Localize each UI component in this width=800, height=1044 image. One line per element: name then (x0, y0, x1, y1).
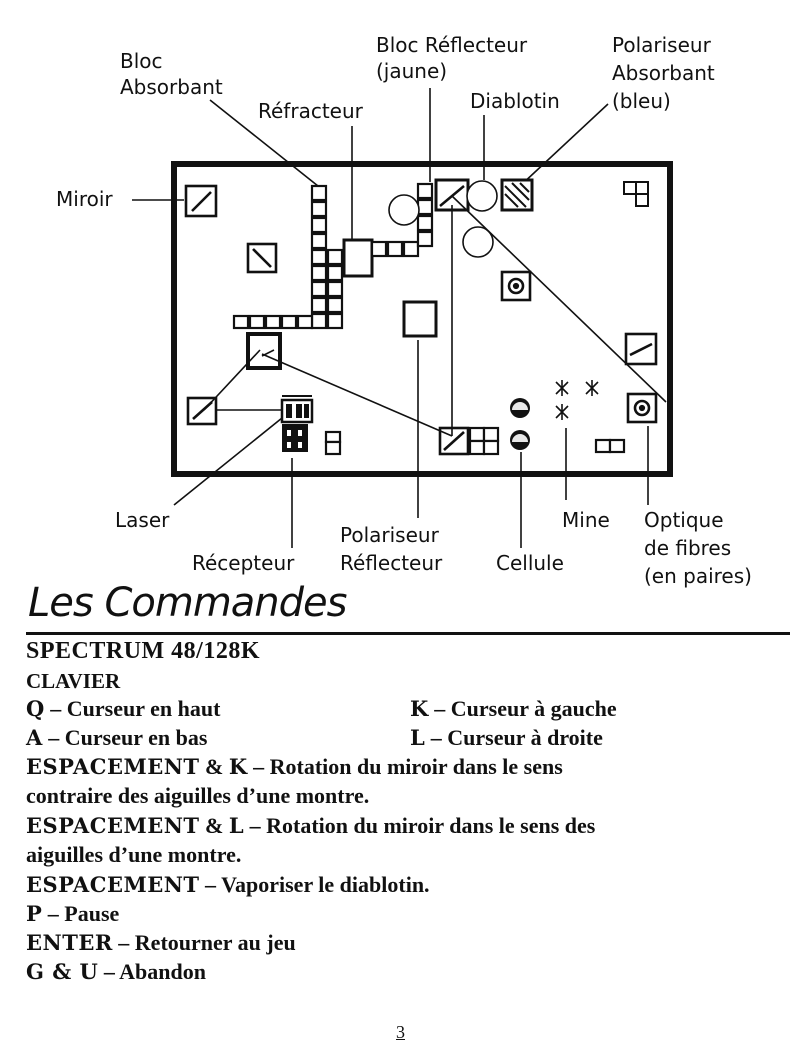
receiver-icon (282, 424, 308, 452)
label-bloc-absorbant-2: Absorbant (120, 75, 223, 99)
key-label: K (228, 754, 248, 779)
separator: – (42, 725, 65, 750)
label-diablotin: Diablotin (470, 89, 560, 113)
label-optique-3: (en paires) (644, 564, 752, 588)
label-bloc-absorbant-1: Bloc (120, 49, 163, 73)
command-text: – Rotation du miroir dans le sens des (244, 813, 596, 838)
grid-block (468, 426, 500, 456)
command-text: Curseur à gauche (450, 696, 617, 721)
label-bloc-reflecteur-1: Bloc Réflecteur (376, 33, 528, 57)
label-polariseur-absorbant-2: Absorbant (612, 61, 715, 85)
small-block (324, 430, 342, 456)
label-polariseur-absorbant-3: (bleu) (612, 89, 671, 113)
cell-icons (510, 398, 530, 450)
key-label: P (26, 901, 43, 926)
command-text: – Vaporiser le diablotin. (199, 872, 430, 897)
command-text-cont: aiguilles d’une montre. (26, 842, 242, 867)
label-laser: Laser (115, 508, 170, 532)
key-label: L (410, 725, 426, 750)
command-combo: ESPACEMENT & K – Rotation du miroir dans… (26, 752, 786, 810)
key-label: ESPACEMENT (26, 872, 200, 897)
separator: – (425, 725, 448, 750)
mine-icons (555, 380, 599, 420)
key-label: G & U (26, 959, 99, 984)
amp: & (199, 813, 229, 838)
command-text: Curseur à droite (447, 725, 603, 750)
key-label: K (410, 696, 429, 721)
command-single: G & U – Abandon (26, 957, 206, 986)
command-single: P – Pause (26, 899, 119, 928)
command-text: – Pause (42, 901, 120, 926)
label-polariseur-reflecteur-1: Polariseur (340, 523, 440, 547)
game-board (171, 161, 673, 477)
command-combo: ESPACEMENT & L – Rotation du miroir dans… (26, 811, 786, 869)
commands-title: Les Commandes (28, 580, 347, 626)
key-label: Q (26, 696, 45, 721)
leader-lines (132, 88, 649, 548)
command-single: ENTER – Retourner au jeu (26, 928, 296, 957)
page-number: 3 (396, 1022, 405, 1042)
title-rule (26, 632, 790, 635)
command-text: – Rotation du miroir dans le sens (247, 754, 563, 779)
command-row: Q – Curseur en haut (26, 694, 220, 723)
label-cellule: Cellule (496, 551, 564, 575)
window-block (623, 181, 649, 207)
key-label: ENTER (26, 930, 113, 955)
amp: & (199, 754, 229, 779)
label-optique-2: de fibres (644, 536, 731, 560)
separator: – (44, 696, 67, 721)
key-label: ESPACEMENT (26, 754, 200, 779)
refractor-blocks (232, 182, 434, 330)
command-single: ESPACEMENT – Vaporiser le diablotin. (26, 870, 430, 899)
game-diagram: Bloc Absorbant Réfracteur Bloc Réflecteu… (56, 33, 752, 588)
platform-heading: SPECTRUM 48/128K (26, 638, 261, 664)
fiber-optic-pieces (500, 270, 658, 424)
absorbing-polarizer (500, 178, 534, 212)
label-bloc-reflecteur-2: (jaune) (376, 59, 447, 83)
command-row: A – Curseur en bas (26, 723, 207, 752)
key-label: ESPACEMENT (26, 813, 200, 838)
command-text: Curseur en bas (64, 725, 208, 750)
key-label: A (26, 725, 43, 750)
reflecting-polarizer (402, 300, 438, 338)
laser-emitter (280, 395, 314, 424)
imp-bubbles (388, 180, 498, 258)
label-miroir: Miroir (56, 187, 113, 211)
command-text: Curseur en haut (66, 696, 221, 721)
separator: – (428, 696, 451, 721)
label-recepteur: Récepteur (192, 551, 295, 575)
command-text-cont: contraire des aiguilles d’une montre. (26, 783, 370, 808)
command-row: L – Curseur à droite (410, 723, 603, 752)
command-text: – Abandon (98, 959, 206, 984)
command-text: – Retourner au jeu (112, 930, 296, 955)
label-polariseur-absorbant-1: Polariseur (612, 33, 712, 57)
label-polariseur-reflecteur-2: Réflecteur (340, 551, 443, 575)
double-block (594, 438, 626, 454)
key-label: L (228, 813, 245, 838)
command-row: K – Curseur à gauche (410, 694, 617, 723)
label-mine: Mine (562, 508, 610, 532)
keyboard-heading: CLAVIER (26, 669, 121, 693)
label-optique-1: Optique (644, 508, 724, 532)
label-refracteur: Réfracteur (258, 99, 364, 123)
laser-beam (203, 195, 667, 437)
